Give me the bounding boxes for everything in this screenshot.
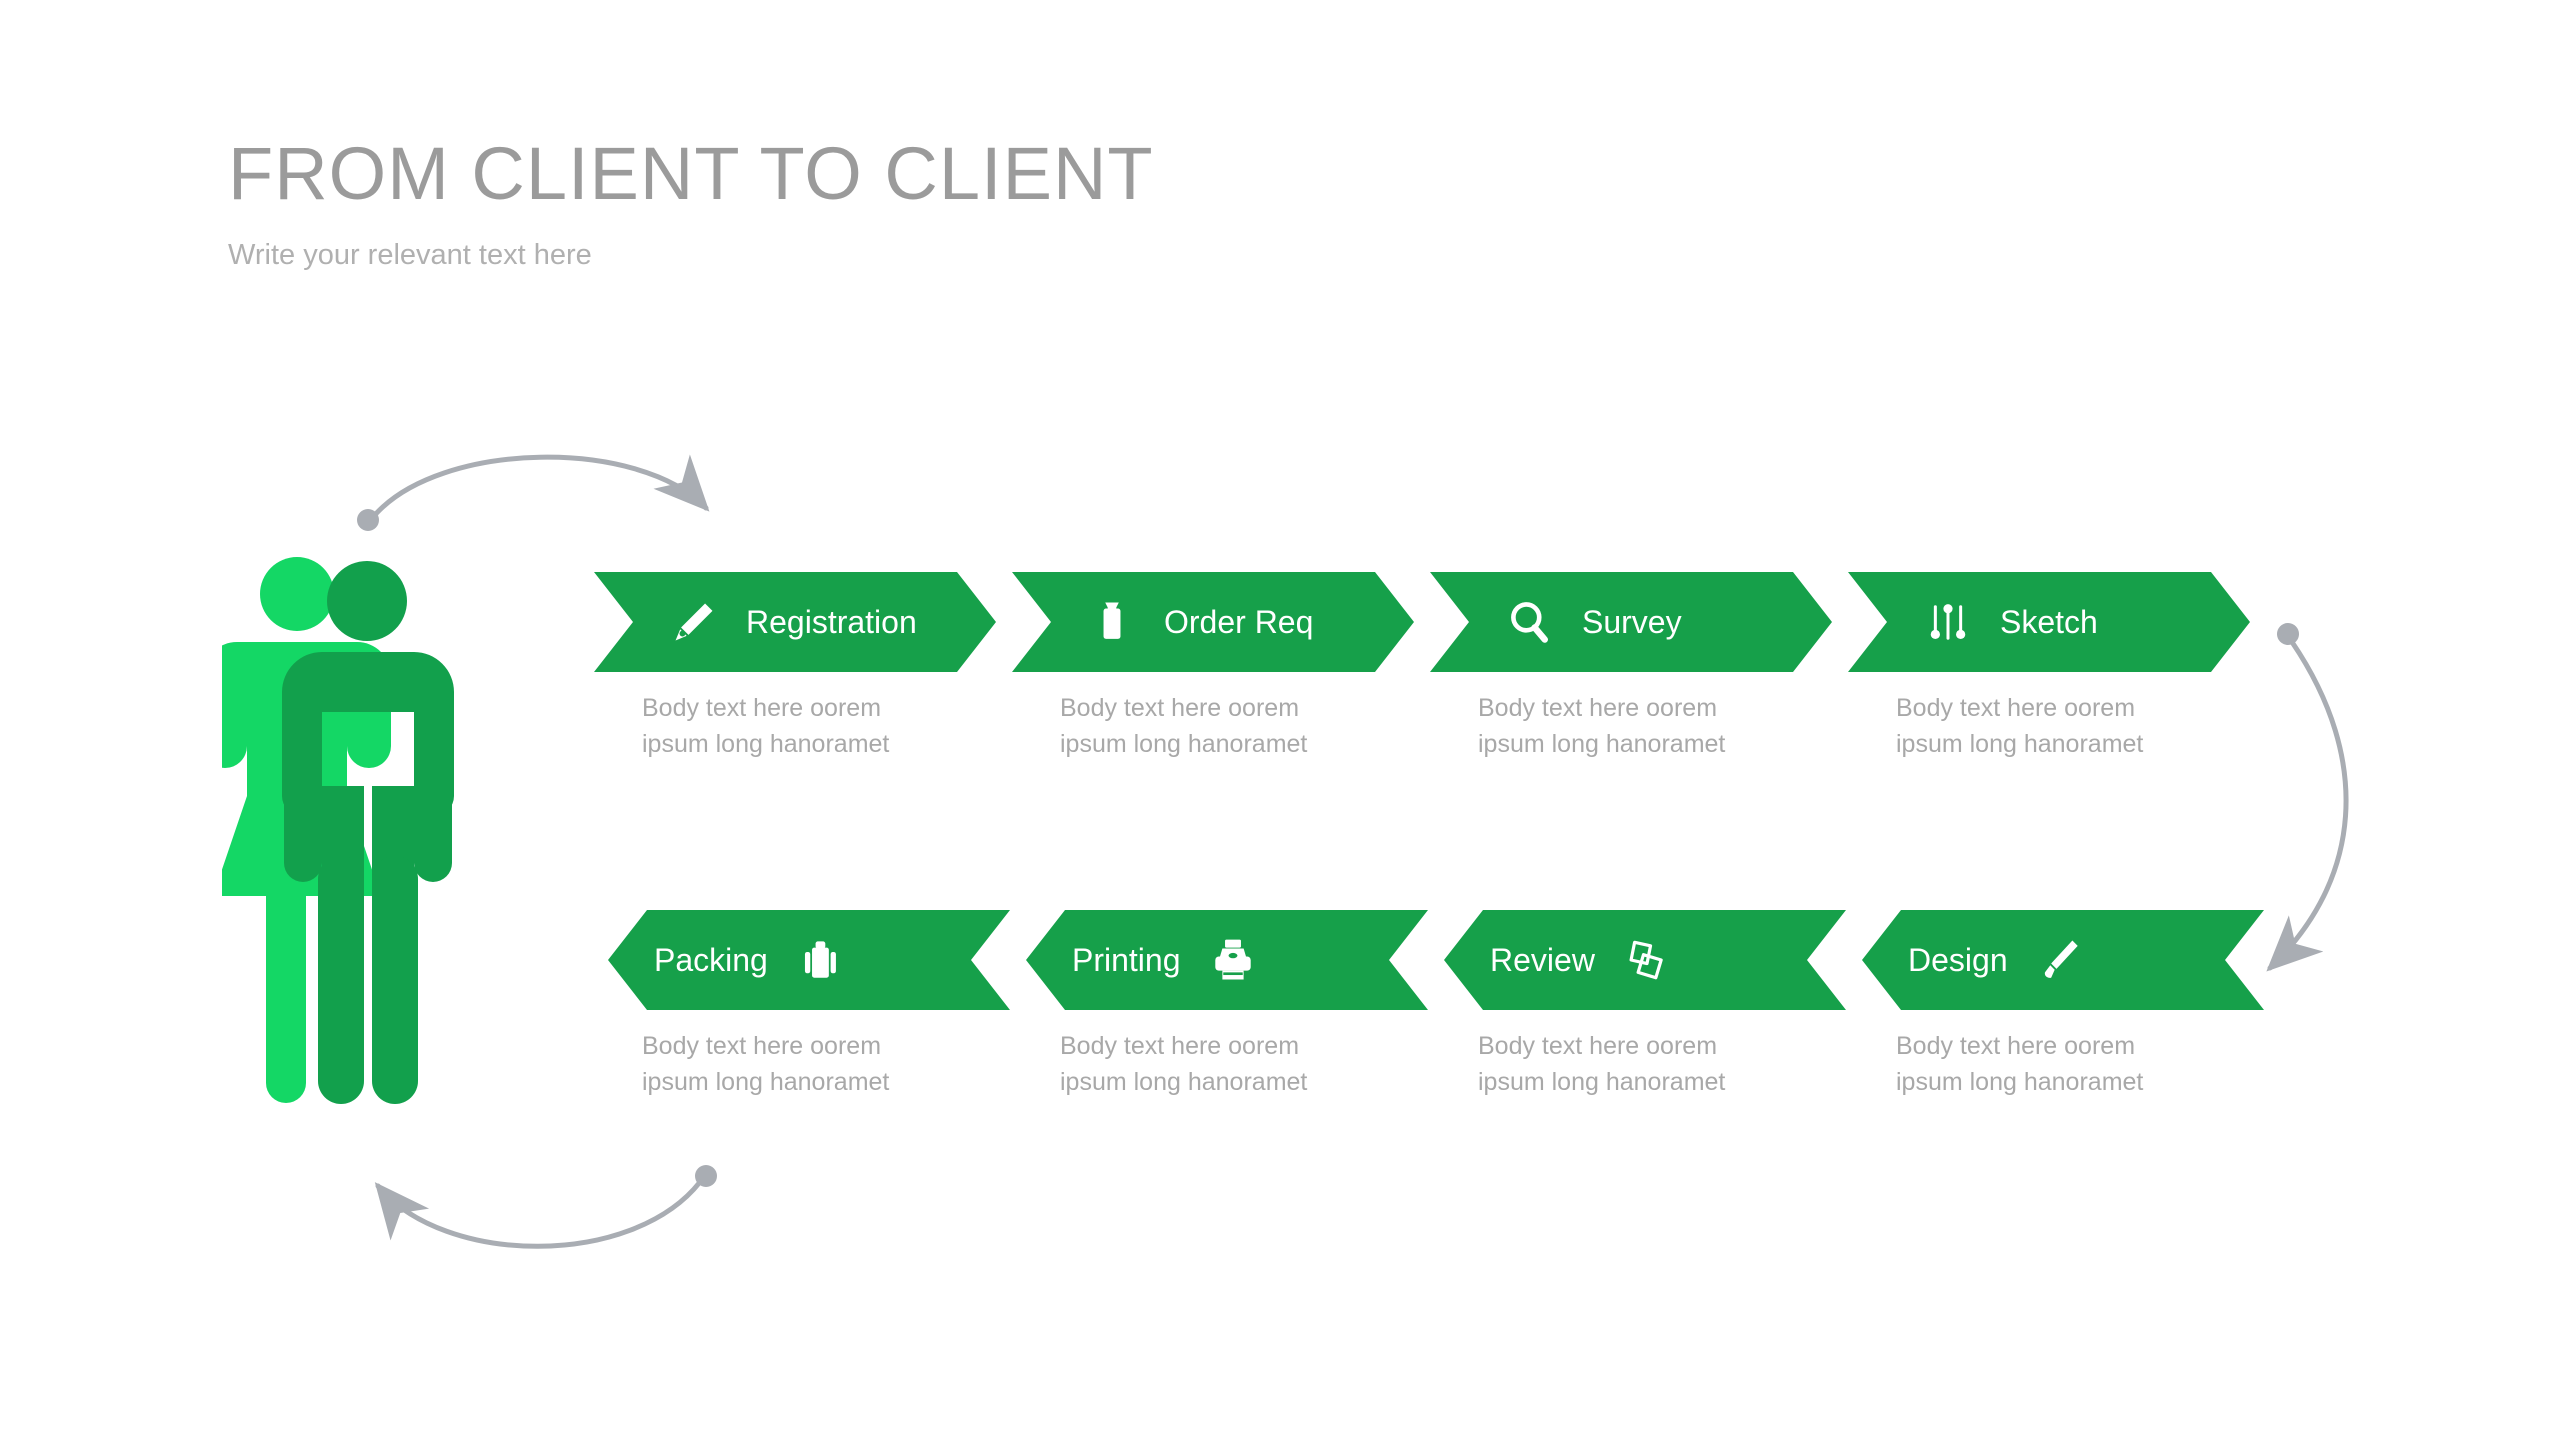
step-printing[interactable]: Printing Body text here oorem ipsum long… bbox=[1026, 910, 1444, 1096]
arrow-right-clockwise bbox=[2266, 639, 2349, 972]
page-subtitle: Write your relevant text here bbox=[228, 239, 592, 271]
printer-icon bbox=[1207, 934, 1259, 986]
pages-icon bbox=[1621, 934, 1673, 986]
step-packing[interactable]: Packing Body text here oorem ipsum long … bbox=[608, 910, 1026, 1096]
step-chevron[interactable]: Survey bbox=[1430, 572, 1832, 672]
step-chevron[interactable]: Review bbox=[1444, 910, 1846, 1010]
step-content: Packing bbox=[654, 934, 846, 986]
people-silhouette-svg bbox=[203, 557, 454, 1104]
step-body-text: Body text here oorem ipsum long hanorame… bbox=[1896, 694, 2144, 758]
step-body-text: Body text here oorem ipsum long hanorame… bbox=[1478, 694, 1726, 758]
search-icon bbox=[1504, 596, 1556, 648]
step-body-text: Body text here oorem ipsum long hanorame… bbox=[642, 1032, 890, 1096]
arrow-top-start-dot bbox=[357, 509, 379, 531]
step-chevron[interactable]: Printing bbox=[1026, 910, 1428, 1010]
step-body-text: Body text here oorem ipsum long hanorame… bbox=[1896, 1032, 2144, 1096]
paintbrush-icon bbox=[2034, 934, 2086, 986]
male-silhouette bbox=[282, 561, 454, 1104]
clipboard-icon bbox=[1086, 596, 1138, 648]
step-chevron[interactable]: Order Req bbox=[1012, 572, 1414, 672]
process-row-top: Registration Body text here oorem ipsum … bbox=[594, 572, 2266, 758]
header: FROM CLIENT TO CLIENT Write your relevan… bbox=[228, 132, 1828, 272]
step-review[interactable]: Review Body text here oorem ipsum long h… bbox=[1444, 910, 1862, 1096]
sliders-icon bbox=[1922, 596, 1974, 648]
step-label: Printing bbox=[1072, 942, 1181, 978]
step-chevron[interactable]: Packing bbox=[608, 910, 1010, 1010]
step-chevron[interactable]: Sketch bbox=[1848, 572, 2250, 672]
step-label: Sketch bbox=[2000, 604, 2098, 640]
step-chevron[interactable]: Registration bbox=[594, 572, 996, 672]
arrow-bottom-clockwise bbox=[374, 1179, 703, 1249]
step-body-text: Body text here oorem ipsum long hanorame… bbox=[642, 694, 890, 758]
step-label: Survey bbox=[1582, 604, 1682, 640]
step-label: Design bbox=[1908, 942, 2008, 978]
step-label: Registration bbox=[746, 604, 917, 640]
step-body-text: Body text here oorem ipsum long hanorame… bbox=[1060, 1032, 1308, 1096]
step-label: Review bbox=[1490, 942, 1595, 978]
briefcase-icon bbox=[794, 934, 846, 986]
step-body-text: Body text here oorem ipsum long hanorame… bbox=[1060, 694, 1308, 758]
step-order-req[interactable]: Order Req Body text here oorem ipsum lon… bbox=[1012, 572, 1430, 758]
step-registration[interactable]: Registration Body text here oorem ipsum … bbox=[594, 572, 1012, 758]
step-design[interactable]: Design Body text here oorem ipsum long h… bbox=[1862, 910, 2280, 1096]
step-label: Packing bbox=[654, 942, 768, 978]
process-row-bottom: Packing Body text here oorem ipsum long … bbox=[608, 910, 2280, 1096]
step-label: Order Req bbox=[1164, 604, 1314, 640]
client-people-figure bbox=[203, 556, 552, 1126]
pencil-icon bbox=[668, 596, 720, 648]
step-survey[interactable]: Survey Body text here oorem ipsum long h… bbox=[1430, 572, 1848, 758]
step-sketch[interactable]: Sketch Body text here oorem ipsum long h… bbox=[1848, 572, 2266, 758]
arrow-bottom-start-dot bbox=[695, 1165, 717, 1187]
step-content: Design bbox=[1908, 934, 2086, 986]
step-content: Printing bbox=[1072, 934, 1259, 986]
arrow-top-clockwise bbox=[371, 454, 710, 519]
arrow-right-start-dot bbox=[2277, 623, 2299, 645]
step-content: Review bbox=[1490, 934, 1673, 986]
step-body-text: Body text here oorem ipsum long hanorame… bbox=[1478, 1032, 1726, 1096]
page-title: FROM CLIENT TO CLIENT bbox=[228, 132, 1154, 215]
step-chevron[interactable]: Design bbox=[1862, 910, 2264, 1010]
